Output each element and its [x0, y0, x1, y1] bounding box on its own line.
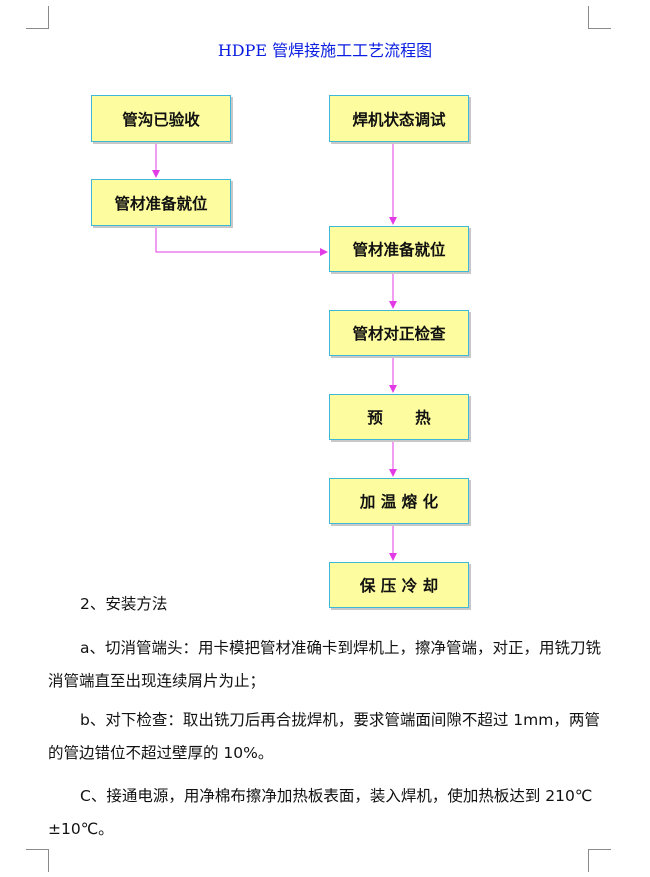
paragraph-b: b、对下检查：取出铣刀后再合拢焊机，要求管端面间隙不超过 1mm，两管的管边错位… [48, 711, 600, 762]
flowchart-title: HDPE 管焊接施工工艺流程图 [217, 41, 433, 60]
node-pipe-ready-left: 管材准备就位 [91, 179, 231, 226]
arrow-left-pipe-to-main [155, 226, 328, 256]
page-corner-top-right [588, 6, 611, 29]
node-heat-melt: 加 温 熔 化 [329, 478, 469, 524]
page-corner-bottom-right [588, 849, 611, 872]
paragraph-a: a、切消管端头：用卡模把管材准确卡到焊机上，擦净管端，对正，用铣刀铣消管端直至出… [48, 639, 602, 690]
page-corner-top-left [26, 6, 49, 29]
node-pipe-ready-main: 管材准备就位 [329, 226, 469, 272]
node-welder-test: 焊机状态调试 [329, 95, 469, 142]
node-hold-cool: 保 压 冷 却 [329, 562, 469, 608]
node-preheat: 预 热 [329, 394, 469, 440]
node-trench-accepted: 管沟已验收 [91, 95, 231, 142]
page-corner-bottom-left [26, 849, 49, 872]
section-heading: 2、安装方法 [80, 595, 168, 613]
node-pipe-align-check: 管材对正检查 [329, 310, 469, 356]
paragraph-c: C、接通电源，用净棉布擦净加热板表面，装入焊机，使加热板达到 210℃±10℃。 [48, 787, 593, 838]
